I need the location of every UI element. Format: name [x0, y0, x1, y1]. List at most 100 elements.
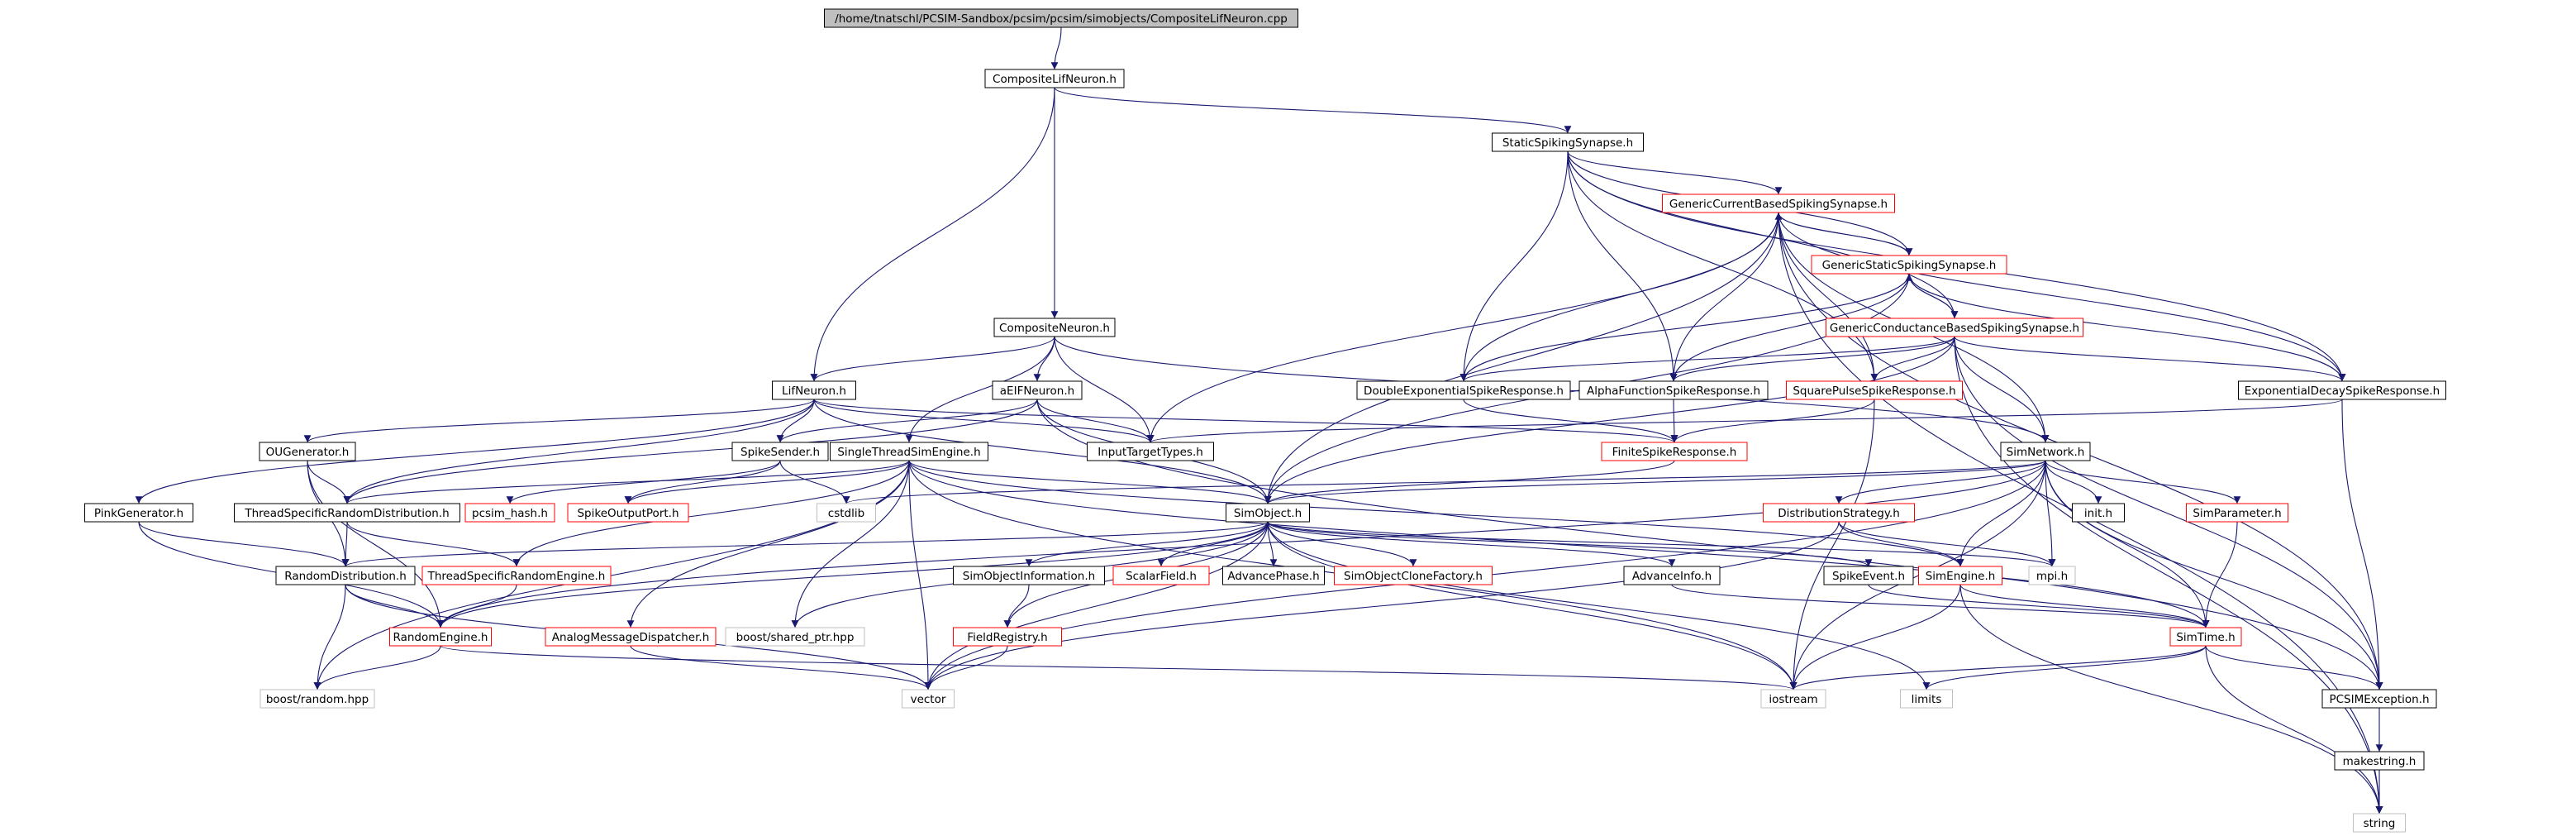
node-spike-event[interactable]: SpikeEvent.h: [1823, 566, 1914, 585]
node-label: OUGenerator.h: [266, 446, 350, 459]
node-label: SimParameter.h: [2193, 507, 2281, 520]
node-box: [464, 503, 555, 523]
node-sim-network[interactable]: SimNetwork.h: [2000, 442, 2091, 461]
node-spike-sender[interactable]: SpikeSender.h: [731, 442, 829, 461]
node-label: SpikeEvent.h: [1832, 570, 1905, 583]
node-composite-neuron[interactable]: CompositeNeuron.h: [993, 318, 1116, 337]
node-ou-generator[interactable]: OUGenerator.h: [259, 442, 356, 461]
node-analog-msg[interactable]: AnalogMessageDispatcher.h: [545, 627, 717, 647]
node-field-registry[interactable]: FieldRegistry.h: [953, 627, 1062, 647]
edge-sim_parameter-to-sim_time: [2202, 521, 2238, 628]
edge-double_exp-to-finite_spike: [1463, 399, 1678, 443]
edge-sim_object-to-advance_info: [1267, 521, 1676, 567]
node-distribution-strategy[interactable]: DistributionStrategy.h: [1763, 503, 1915, 523]
node-alpha-func[interactable]: AlphaFunctionSpikeResponse.h: [1578, 380, 1769, 400]
edge-ts_random_engine-to-random_engine: [436, 584, 517, 628]
edge-sim_engine-to-iostream: [1789, 584, 1961, 690]
node-label: RandomDistribution.h: [284, 570, 407, 583]
node-label: LifNeuron.h: [782, 385, 846, 398]
node-label: DistributionStrategy.h: [1778, 507, 1900, 520]
edge-generic_conductance-to-double_exp: [1459, 336, 1955, 382]
node-label: RandomEngine.h: [393, 631, 488, 644]
node-single-thread[interactable]: SingleThreadSimEngine.h: [830, 442, 988, 461]
node-random-dist[interactable]: RandomDistribution.h: [275, 566, 416, 585]
edge-generic_conductance-to-alpha_func: [1669, 336, 1955, 382]
node-label: GenericCurrentBasedSpikingSynapse.h: [1669, 198, 1888, 211]
edge-composite_lif-to-static_spiking: [1054, 87, 1572, 134]
edge-single_thread-to-ts_random_engine: [512, 460, 910, 567]
node-label: limits: [1912, 693, 1942, 706]
node-sim-object-clone[interactable]: SimObjectCloneFactory.h: [1334, 566, 1493, 585]
edge-sim_network-to-sim_parameter: [2045, 460, 2241, 504]
edge-generic_static-to-generic_current: [1774, 212, 1910, 256]
node-label: StaticSpikingSynapse.h: [1502, 136, 1633, 150]
edge-root-to-composite_lif: [1050, 26, 1062, 70]
node-boost-shared-ptr: boost/shared_ptr.hpp: [725, 627, 865, 647]
edge-spike_event-to-sim_time: [1868, 584, 2210, 628]
node-label: FieldRegistry.h: [967, 631, 1047, 644]
edge-exp_decay-to-input_target: [1147, 399, 2343, 443]
edge-composite_neuron-to-single_thread: [905, 336, 1055, 443]
edge-sim_time-to-iostream: [1789, 645, 2207, 690]
node-box: [2321, 689, 2437, 709]
node-box: [1578, 380, 1769, 400]
node-double-exp[interactable]: DoubleExponentialSpikeResponse.h: [1356, 380, 1571, 400]
node-string: string: [2353, 813, 2406, 833]
node-aeif-neuron[interactable]: aEIFNeuron.h: [992, 380, 1083, 400]
node-makestring[interactable]: makestring.h: [2334, 751, 2425, 771]
node-lif-neuron[interactable]: LifNeuron.h: [772, 380, 856, 400]
node-label: DoubleExponentialSpikeResponse.h: [1364, 385, 1564, 398]
node-box: [2072, 503, 2125, 523]
node-sim-time[interactable]: SimTime.h: [2169, 627, 2242, 647]
node-label: SquarePulseSpikeResponse.h: [1793, 385, 1955, 398]
node-input-target[interactable]: InputTargetTypes.h: [1087, 442, 1214, 461]
node-advance-info[interactable]: AdvanceInfo.h: [1623, 566, 1721, 585]
node-sim-parameter[interactable]: SimParameter.h: [2186, 503, 2288, 523]
edge-generic_current-to-square_pulse: [1778, 212, 1878, 382]
node-generic-static[interactable]: GenericStaticSpikingSynapse.h: [1811, 255, 2007, 275]
node-scalar-field[interactable]: ScalarField.h: [1112, 566, 1210, 585]
node-box: [1601, 442, 1748, 461]
edges-layer: [135, 26, 2383, 815]
node-label: SimObjectCloneFactory.h: [1344, 570, 1483, 583]
node-mpi-h: mpi.h: [2028, 566, 2076, 585]
node-ts-random-dist[interactable]: ThreadSpecificRandomDistribution.h: [234, 503, 460, 523]
node-pcsim-exception[interactable]: PCSIMException.h: [2321, 689, 2437, 709]
node-pink-generator[interactable]: PinkGenerator.h: [84, 503, 193, 523]
node-generic-current[interactable]: GenericCurrentBasedSpikingSynapse.h: [1662, 193, 1895, 213]
node-random-engine[interactable]: RandomEngine.h: [389, 627, 492, 647]
node-composite-lif[interactable]: CompositeLifNeuron.h: [984, 69, 1125, 88]
edge-composite_neuron-to-lif_neuron: [810, 336, 1055, 382]
edge-field_registry-to-vector: [924, 645, 1008, 690]
node-generic-conductance[interactable]: GenericConductanceBasedSpikingSynapse.h: [1826, 318, 2083, 337]
edge-sim_object-to-limits: [1267, 521, 1931, 690]
edge-lif_neuron-to-ou_generator: [303, 399, 815, 443]
node-pcsim-hash[interactable]: pcsim_hash.h: [464, 503, 555, 523]
node-box: [824, 8, 1298, 28]
node-box: [2028, 566, 2076, 585]
edge-exp_decay-to-pcsim_exception: [2341, 399, 2383, 690]
node-box: [2238, 380, 2446, 400]
node-advance-phase[interactable]: AdvancePhase.h: [1222, 566, 1325, 585]
node-label: InputTargetTypes.h: [1098, 446, 1203, 459]
edge-generic_conductance-to-pcsim_exception: [1954, 336, 2383, 690]
node-box: [1222, 566, 1325, 585]
edge-sim_object-to-random_dist: [341, 521, 1269, 567]
node-sim-engine[interactable]: SimEngine.h: [1918, 566, 2002, 585]
node-spike-output-port[interactable]: SpikeOutputPort.h: [567, 503, 689, 523]
node-static-spiking[interactable]: StaticSpikingSynapse.h: [1492, 132, 1644, 152]
node-sim-object[interactable]: SimObject.h: [1226, 503, 1310, 523]
node-label: ScalarField.h: [1126, 570, 1197, 583]
node-init-h[interactable]: init.h: [2072, 503, 2125, 523]
edge-distribution_strategy-to-vector: [924, 521, 1840, 690]
node-finite-spike[interactable]: FiniteSpikeResponse.h: [1601, 442, 1748, 461]
node-square-pulse[interactable]: SquarePulseSpikeResponse.h: [1786, 380, 1963, 400]
node-exp-decay[interactable]: ExponentialDecaySpikeResponse.h: [2238, 380, 2446, 400]
node-label: SingleThreadSimEngine.h: [837, 446, 980, 459]
edge-sim_network-to-sim_object: [1264, 460, 2046, 504]
node-sim-object-info[interactable]: SimObjectInformation.h: [953, 566, 1105, 585]
node-box: [1918, 566, 2002, 585]
node-ts-random-engine[interactable]: ThreadSpecificRandomEngine.h: [421, 566, 612, 585]
edge-single_thread-to-boost_shared_ptr: [791, 460, 910, 628]
